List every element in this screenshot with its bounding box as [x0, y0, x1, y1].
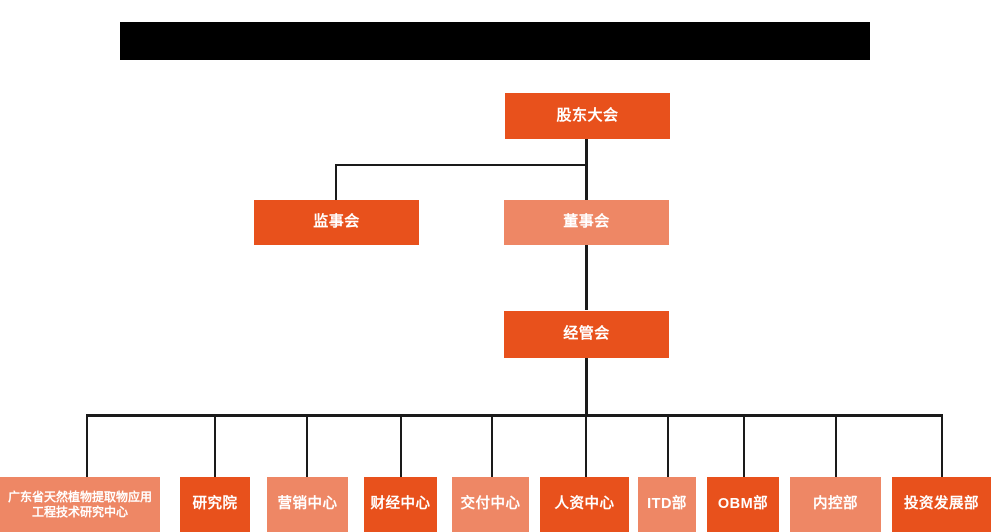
node-dept-guangdong-research-center[interactable]: 广东省天然植物提取物应用工程技术研究中心	[0, 477, 160, 532]
connector-shareholders-down	[585, 139, 588, 166]
redacted-title-bar	[120, 22, 870, 60]
node-board-of-directors[interactable]: 董事会	[504, 200, 669, 245]
node-board-of-supervisors[interactable]: 监事会	[254, 200, 419, 245]
connector-drop-9	[835, 414, 837, 477]
node-dept-internal-control[interactable]: 内控部	[790, 477, 881, 532]
connector-down-board	[585, 164, 588, 200]
node-management-committee[interactable]: 经管会	[504, 311, 669, 358]
connector-drop-4	[400, 414, 402, 477]
connector-drop-3	[306, 414, 308, 477]
connector-drop-5	[491, 414, 493, 477]
node-dept-investment-development[interactable]: 投资发展部	[892, 477, 991, 532]
connector-drop-2	[214, 414, 216, 477]
connector-drop-6	[585, 414, 587, 477]
node-dept-finance-center[interactable]: 财经中心	[364, 477, 437, 532]
connector-board-to-management	[585, 245, 588, 310]
connector-down-supervisors	[335, 164, 337, 200]
connector-drop-8	[743, 414, 745, 477]
connector-department-bus	[86, 414, 943, 417]
connector-drop-7	[667, 414, 669, 477]
node-shareholders-meeting[interactable]: 股东大会	[505, 93, 670, 139]
node-dept-marketing-center[interactable]: 营销中心	[267, 477, 348, 532]
node-dept-research-institute[interactable]: 研究院	[180, 477, 250, 532]
node-dept-hr-center[interactable]: 人资中心	[540, 477, 629, 532]
node-dept-obm[interactable]: OBM部	[707, 477, 779, 532]
connector-management-to-bus	[585, 358, 588, 417]
connector-drop-10	[941, 414, 943, 477]
node-dept-delivery-center[interactable]: 交付中心	[452, 477, 529, 532]
node-dept-itd[interactable]: ITD部	[638, 477, 696, 532]
connector-drop-1	[86, 414, 88, 477]
connector-split-supervisors	[335, 164, 587, 166]
